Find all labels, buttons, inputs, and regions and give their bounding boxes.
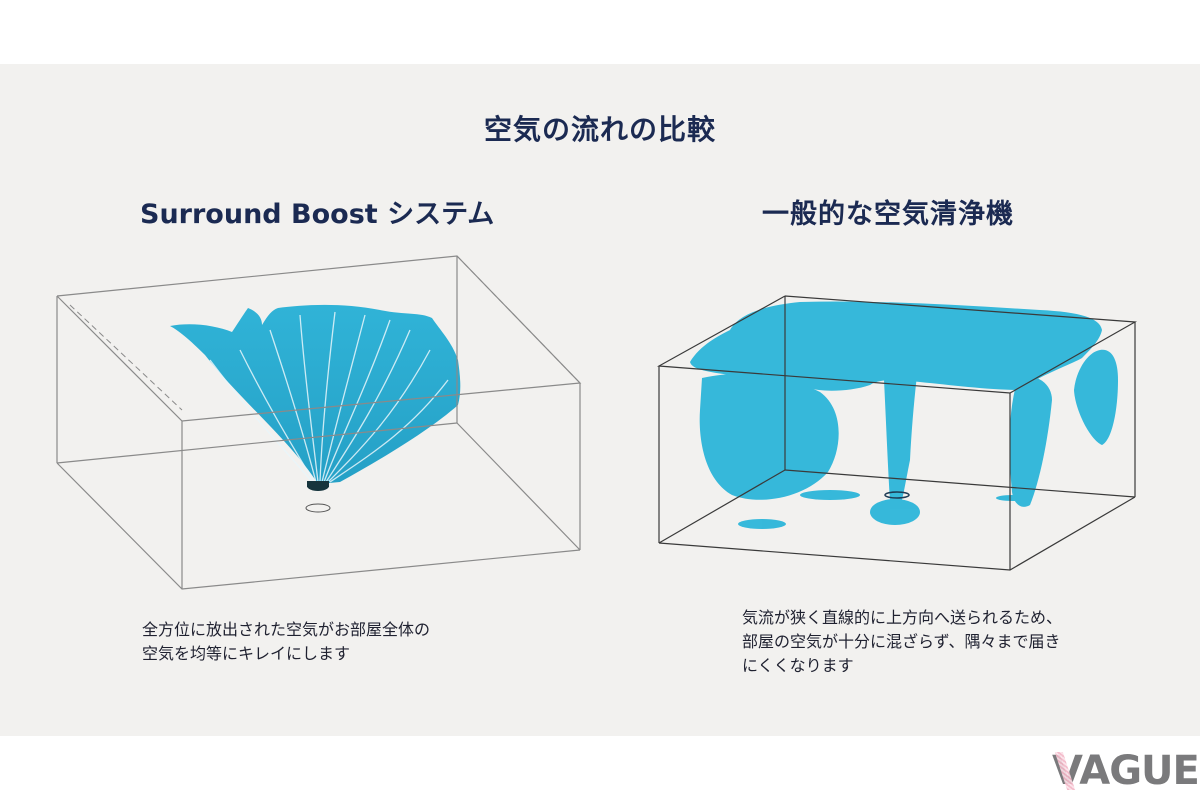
room-box-right bbox=[656, 295, 1138, 571]
surround-boost-heading: Surround Boost システム bbox=[140, 199, 495, 230]
general-purifier-diagram bbox=[656, 295, 1138, 571]
surround-boost-diagram bbox=[56, 255, 582, 590]
air-purifier-device bbox=[884, 491, 910, 499]
surround-boost-caption: 全方位に放出された空気がお部屋全体の 空気を均等にキレイにします bbox=[142, 620, 431, 663]
general-purifier-heading: 一般的な空気清浄機 bbox=[762, 199, 1014, 230]
logo-text: VAGUE bbox=[1052, 748, 1200, 794]
page-title: 空気の流れの比較 bbox=[483, 113, 716, 146]
content-panel bbox=[0, 64, 1200, 736]
room-box-left bbox=[56, 255, 582, 590]
fan-airflow-shape bbox=[170, 304, 461, 484]
airflow-volumes bbox=[690, 301, 1118, 529]
vague-logo: VAGUE bbox=[1052, 748, 1200, 794]
general-purifier-caption: 気流が狭く直線的に上方向へ送られるため、 部屋の空気が十分に混ざらず、隅々まで届… bbox=[742, 608, 1063, 675]
